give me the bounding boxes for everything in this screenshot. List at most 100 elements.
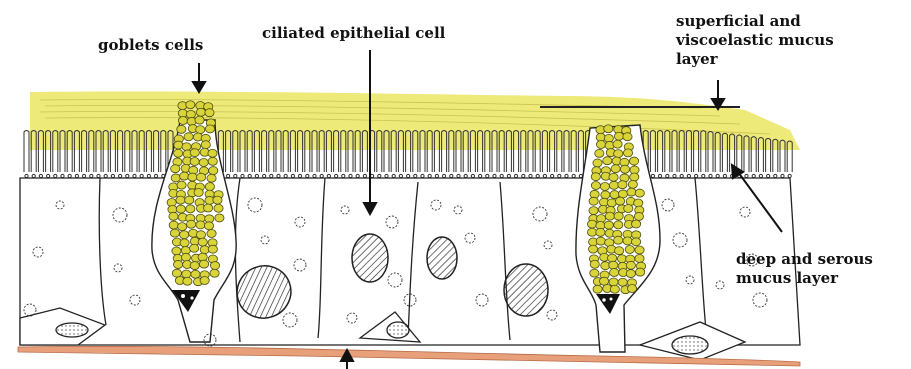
basal-body [723, 174, 726, 177]
mucin-granule [605, 212, 614, 220]
mucin-granule [180, 172, 189, 180]
basal-body [716, 174, 719, 177]
basal-body [255, 174, 258, 177]
basal-body [515, 174, 518, 177]
basal-body [68, 174, 71, 177]
mucin-granule [182, 270, 191, 278]
mucin-granule [589, 207, 598, 215]
mucin-granule [618, 181, 627, 189]
mucin-granule [614, 236, 623, 244]
mucin-granule [609, 181, 618, 189]
mucin-granule [186, 205, 195, 213]
basal-body [140, 174, 143, 177]
basal-body [428, 174, 431, 177]
mucin-granule [204, 222, 213, 230]
mucin-granule [190, 157, 199, 165]
basal-body [378, 174, 381, 177]
mucin-granule [631, 238, 640, 246]
basal-body [97, 174, 100, 177]
mucin-granule [609, 173, 618, 181]
mucin-granule [626, 261, 635, 269]
basal-body [320, 174, 323, 177]
mucin-granule [173, 260, 182, 268]
basal-body [407, 174, 410, 177]
mucin-granule [185, 196, 194, 204]
basal-body [695, 174, 698, 177]
mucin-granule [180, 239, 189, 247]
mucin-granule [190, 262, 199, 270]
basal-body [486, 174, 489, 177]
mucin-granule [199, 260, 208, 268]
mucin-granule [209, 167, 218, 175]
basal-body [39, 174, 42, 177]
basal-body [270, 174, 273, 177]
mucin-granule [607, 199, 616, 207]
basal-body [450, 174, 453, 177]
basal-body [227, 174, 230, 177]
basal-body [83, 174, 86, 177]
basal-body [385, 174, 388, 177]
basal-body [457, 174, 460, 177]
mucin-granule [178, 109, 187, 117]
mucin-granule [620, 165, 629, 173]
basal-body [335, 174, 338, 177]
mucin-granule [213, 196, 222, 204]
basal-body [234, 174, 237, 177]
mucin-granule [194, 188, 203, 196]
mucin-granule [624, 204, 633, 212]
mucin-granule [196, 126, 205, 134]
mucin-granule [184, 133, 193, 141]
basal-body [500, 174, 503, 177]
basal-body [687, 174, 690, 177]
basal-body [522, 174, 525, 177]
basal-body [363, 174, 366, 177]
mucin-granule [195, 116, 204, 124]
mucin-granule [593, 159, 602, 167]
mucin-granule [635, 189, 644, 197]
basal-body [709, 174, 712, 177]
basal-body [104, 174, 107, 177]
basal-body [342, 174, 345, 177]
basal-body [277, 174, 280, 177]
mucin-granule [601, 191, 610, 199]
basal-body [119, 174, 122, 177]
basal-body [572, 174, 575, 177]
mucin-granule [626, 270, 635, 278]
basal-body [133, 174, 136, 177]
mucin-granule [613, 140, 622, 148]
mucin-granule [589, 245, 598, 253]
basal-body [752, 174, 755, 177]
basal-body [349, 174, 352, 177]
mucin-granule [190, 244, 199, 252]
basal-body [155, 174, 158, 177]
mucin-granule [627, 188, 636, 196]
mucin-granule [188, 173, 197, 181]
mucin-granule [609, 278, 618, 286]
basal-body [47, 174, 50, 177]
mucin-granule [171, 174, 180, 182]
basal-body [507, 174, 510, 177]
basal-body [781, 174, 784, 177]
mucin-granule [590, 260, 599, 268]
mucin-granule [629, 157, 638, 165]
mucin-granule [635, 254, 644, 262]
basal-body [759, 174, 762, 177]
mucin-granule [215, 214, 224, 222]
mucin-granule [634, 212, 643, 220]
mucin-granule [609, 261, 618, 269]
basal-body [32, 174, 35, 177]
mucin-granule [200, 276, 209, 284]
basal-body [313, 174, 316, 177]
mucin-granule [591, 181, 600, 189]
mucin-granule [630, 173, 639, 181]
mucin-granule [591, 173, 600, 181]
mucin-granule [178, 223, 187, 231]
mucin-granule [174, 141, 183, 149]
mucin-granule [196, 108, 205, 116]
basal-body [443, 174, 446, 177]
mucin-granule [186, 101, 195, 109]
basal-body [659, 174, 662, 177]
mucin-granule [171, 165, 180, 173]
mucin-granule [187, 220, 196, 228]
basal-body [126, 174, 129, 177]
